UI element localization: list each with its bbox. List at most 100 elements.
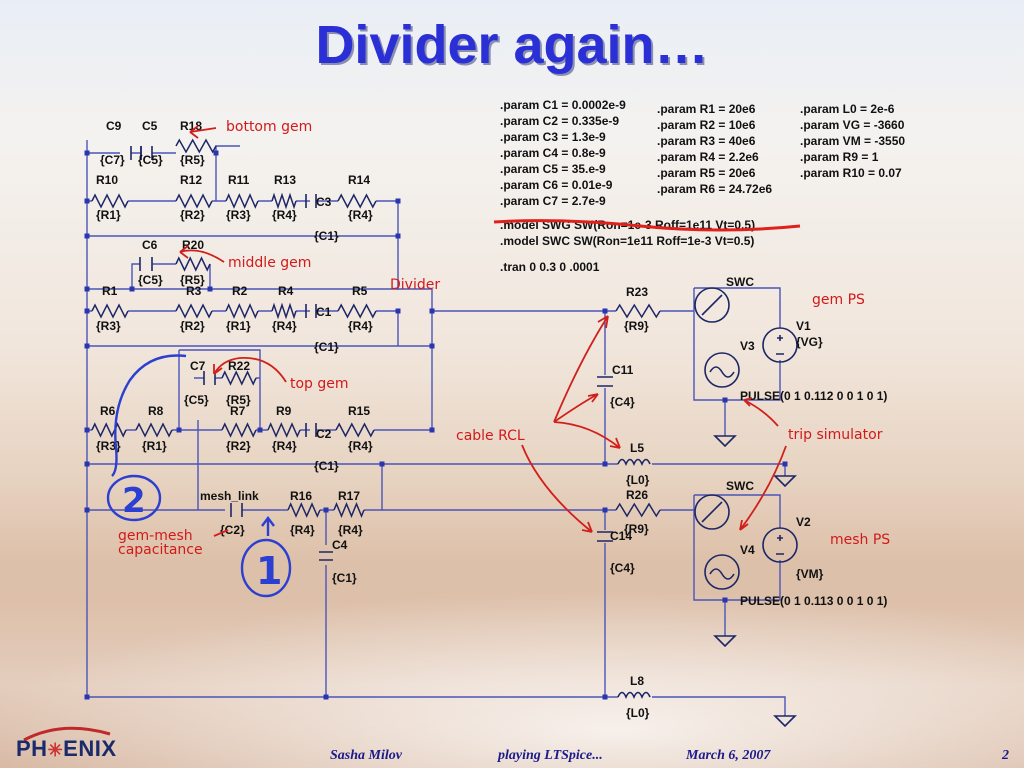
param-c5: .param C5 = 35.e-9 [500,162,606,176]
junction-dot [84,694,90,700]
strike-line [493,219,801,232]
arrow-rcl-l5 [553,421,621,449]
param-r5: .param R5 = 20e6 [657,166,756,180]
resistor-r1 [91,303,129,319]
resistor-r3 [175,303,213,319]
value-C14: {C4} [610,561,635,575]
label-R14: R14 [348,173,370,187]
resistor-r17 [333,502,365,518]
resistor-r8 [135,422,173,438]
junction-dot [84,286,90,292]
value-C1: {C1} [314,340,339,354]
value-R11: {R3} [226,208,251,222]
junction-dot [84,150,90,156]
param-l0: .param L0 = 2e-6 [800,102,895,116]
label-R5: R5 [352,284,368,298]
label-R8: R8 [148,404,164,418]
label-R4: R4 [278,284,294,298]
label-R20: R20 [182,238,204,252]
ink-circle-1 [240,538,292,598]
label-R10: R10 [96,173,118,187]
value-R4: {R4} [272,319,297,333]
resistor-r6 [91,422,127,438]
label-mesh-link: mesh_link [200,489,259,503]
label-R1: R1 [102,284,118,298]
arrow-middle-gem [179,245,225,263]
param-r1: .param R1 = 20e6 [657,102,756,116]
value-R20: {R5} [180,273,205,287]
footer-page-number: 2 [1002,748,1009,763]
logo-text-right: ENIX [63,736,117,761]
label-pulse-2: PULSE(0 1 0.113 0 0 1 0 1) [740,594,887,608]
junction-dot [84,427,90,433]
value-C6: {C5} [138,273,163,287]
value-R1: {R3} [96,319,121,333]
label-L5: L5 [630,441,644,455]
value-mesh-link: {C2} [220,523,245,537]
resistor-r7 [221,422,257,438]
label-R17: R17 [338,489,360,503]
resistor-r20 [175,256,211,272]
resistor-r10 [91,193,129,209]
label-V2: V2 [796,515,811,529]
logo-text-left: PH [16,736,48,761]
junction-dot [602,507,608,513]
value-R15: {R4} [348,439,373,453]
annot-capacitance: capacitance [118,542,203,558]
junction-dot [602,461,608,467]
value-V2: {VM} [796,567,824,581]
junction-dot [84,233,90,239]
value-C4: {C1} [332,571,357,585]
annot-gem-ps: gem PS [812,292,865,308]
resistor-r18 [175,138,217,154]
resistor-r16 [287,502,321,518]
logo-swoosh-icon [23,726,111,742]
junction-dot [602,308,608,314]
arrow-trip-top [743,397,779,427]
component-labels: C9 C5 R18 {C7} {C5} {R5} R10 R12 R11 R13… [96,119,887,720]
slide-title: Divider again… [315,15,709,75]
label-C9: C9 [106,119,122,133]
label-V3: V3 [740,339,755,353]
label-C1: C1 [316,305,332,319]
junction-dot [395,308,401,314]
ink-number-1: 1 [256,549,282,593]
value-R8: {R1} [142,439,167,453]
annot-bottom-gem: bottom gem [226,119,312,135]
annot-gem-mesh: gem-mesh [118,528,193,544]
junction-dot [84,308,90,314]
junction-dot [84,198,90,204]
label-R6: R6 [100,404,116,418]
arrow-rcl-c11 [553,393,599,423]
param-vm: .param VM = -3550 [800,134,905,148]
label-R26: R26 [626,488,648,502]
junction-dot [722,397,728,403]
label-R18: R18 [180,119,202,133]
model-swc: .model SWC SW(Ron=1e11 Roff=1e-3 Vt=0.5) [500,234,754,248]
resistor-r12 [175,193,213,209]
resistor-r11 [225,193,259,209]
value-L5: {L0} [626,473,650,487]
arrow-rcl-r23 [553,315,609,423]
junction-dot [379,461,385,467]
label-R12: R12 [180,173,202,187]
value-R23: {R9} [624,319,649,333]
value-R26: {R9} [624,522,649,536]
footer-author: Sasha Milov [330,748,402,763]
resistor-r2 [225,303,259,319]
resistor-r13 [271,192,297,210]
resistor-r26 [615,502,661,518]
label-R22: R22 [228,359,250,373]
resistor-r9 [267,422,301,438]
arrow-trip-bottom [739,445,787,531]
value-C9: {C7} [100,153,125,167]
ground-symbols [713,435,797,728]
sun-icon: ✳ [47,740,64,760]
param-vg: .param VG = -3660 [800,118,905,132]
resistor-r5 [337,303,377,319]
footer-date: March 6, 2007 [686,748,771,763]
junction-dot [84,343,90,349]
label-C14: C14 [610,529,632,543]
param-r2: .param R2 = 10e6 [657,118,756,132]
